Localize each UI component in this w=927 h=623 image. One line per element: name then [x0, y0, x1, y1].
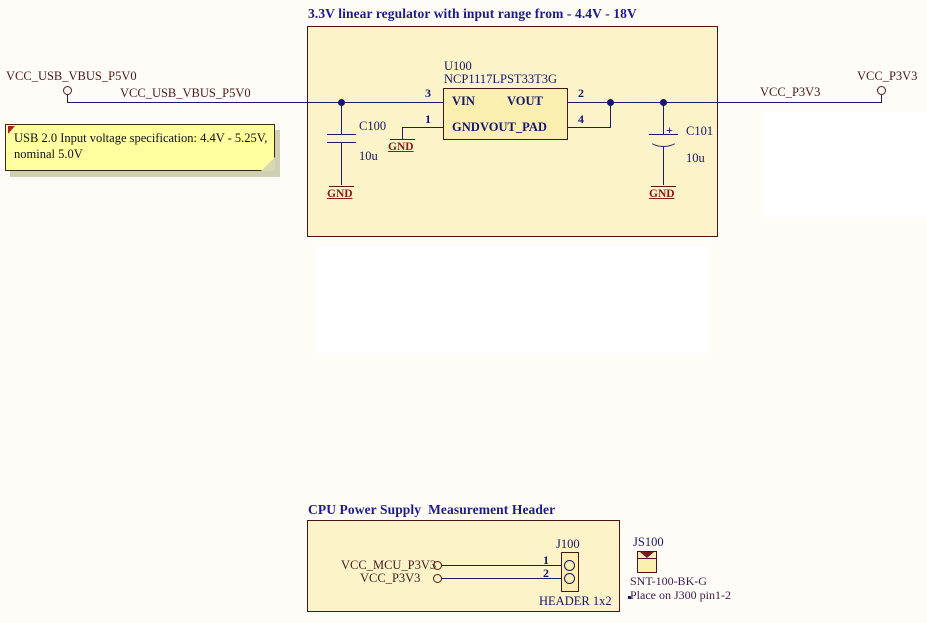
j100-description: HEADER 1x2: [539, 594, 612, 608]
junction-dot-vout-pad: [607, 99, 614, 106]
u100-pin-number-2: 2: [578, 86, 584, 100]
wire-c100-bottom: [341, 143, 342, 185]
u100-pin-number-3: 3: [425, 86, 431, 100]
u100-part-number: NCP1117LPST33T3G: [444, 72, 557, 86]
port-symbol-vcc-mcu-p3v3[interactable]: [433, 561, 442, 570]
note-fold-corner: [261, 157, 275, 171]
wire-vin: [307, 102, 443, 103]
c100-refdes: C100: [359, 119, 387, 133]
header-block-title: CPU Power Supply Measurement Header: [308, 502, 556, 517]
js100-anchor-marker: [628, 596, 631, 599]
port-label-vcc-usb-vbus-p5v0: VCC_USB_VBUS_P5V0: [6, 69, 137, 83]
wire-input-main-left: [67, 102, 307, 103]
wire-c101-bottom: [663, 147, 664, 185]
port-symbol-vcc-usb-vbus-p5v0[interactable]: [63, 86, 72, 95]
js100-shunt-notch-icon: [640, 552, 654, 558]
u100-pin-number-1: 1: [425, 112, 431, 126]
port-symbol-vcc-p3v3-header[interactable]: [433, 574, 442, 583]
note-text-line1: USB 2.0 Input voltage specification: 4.4…: [14, 131, 268, 145]
net-label-vcc-usb-vbus-p5v0: VCC_USB_VBUS_P5V0: [120, 86, 251, 100]
wire-u100-gnd-h: [402, 127, 443, 128]
gnd-bar-c100: [329, 186, 354, 187]
gnd-bar-u100: [390, 139, 415, 140]
c101-plate-top: [649, 134, 678, 135]
c100-plate-bottom: [327, 142, 356, 143]
gnd-label-c100: GND: [327, 188, 353, 200]
u100-pin-number-4: 4: [578, 112, 584, 126]
port-label-vcc-mcu-p3v3: VCC_MCU_P3V3: [341, 558, 437, 572]
gnd-label-u100: GND: [388, 141, 414, 153]
c100-value: 10u: [359, 149, 378, 163]
wire-port-stub-input: [67, 95, 68, 103]
c101-refdes: C101: [686, 124, 714, 138]
regulator-block-title: 3.3V linear regulator with input range f…: [308, 6, 637, 21]
blank-panel-center: [315, 246, 710, 353]
wire-header-pin1: [442, 565, 563, 566]
j100-pin-1[interactable]: [564, 560, 575, 571]
wire-u100-gnd-v: [402, 127, 403, 139]
wire-c100-top: [341, 102, 342, 134]
u100-pin-gnd-label: GND: [452, 120, 480, 134]
j100-refdes: J100: [556, 537, 580, 551]
u100-pin-vout-pad-label: VOUT_PAD: [480, 120, 547, 134]
wire-header-pin2: [442, 578, 563, 579]
port-label-vcc-p3v3: VCC_P3V3: [857, 69, 918, 83]
j100-body[interactable]: [561, 552, 579, 592]
net-label-vcc-p3v3: VCC_P3V3: [760, 85, 821, 99]
note-warning-triangle-icon: [8, 126, 15, 134]
note-text-line2: nominal 5.0V: [14, 147, 83, 161]
u100-refdes: U100: [444, 59, 472, 73]
wire-c101-top: [663, 102, 664, 134]
port-symbol-vcc-p3v3[interactable]: [877, 86, 886, 95]
c101-value: 10u: [686, 151, 705, 165]
u100-pin-vout-label: VOUT: [507, 94, 543, 108]
u100-body[interactable]: [443, 88, 568, 140]
port-label-vcc-p3v3-header: VCC_P3V3: [360, 571, 421, 585]
c100-plate-top: [327, 134, 356, 135]
js100-refdes: JS100: [633, 535, 664, 549]
u100-pin-vin-label: VIN: [452, 94, 475, 108]
js100-part-number: SNT-100-BK-G: [630, 574, 707, 588]
gnd-label-c101: GND: [649, 188, 675, 200]
js100-instruction: Place on J300 pin1-2: [630, 588, 731, 602]
j100-pin-2[interactable]: [564, 573, 575, 584]
note-box[interactable]: [5, 124, 275, 171]
j100-pin-number-1: 1: [543, 553, 549, 567]
j100-pin-number-2: 2: [543, 566, 549, 580]
wire-vout-pad-h: [568, 127, 611, 128]
wire-vout-main: [568, 102, 718, 103]
wire-vout-pad-v: [610, 102, 611, 128]
gnd-bar-c101: [651, 186, 676, 187]
blank-panel-right: [762, 112, 927, 217]
c101-plate-curved: [649, 138, 678, 147]
c101-polarity-mark: +: [666, 123, 673, 137]
wire-output-main-right: [718, 102, 882, 103]
wire-port-stub-output: [881, 95, 882, 103]
